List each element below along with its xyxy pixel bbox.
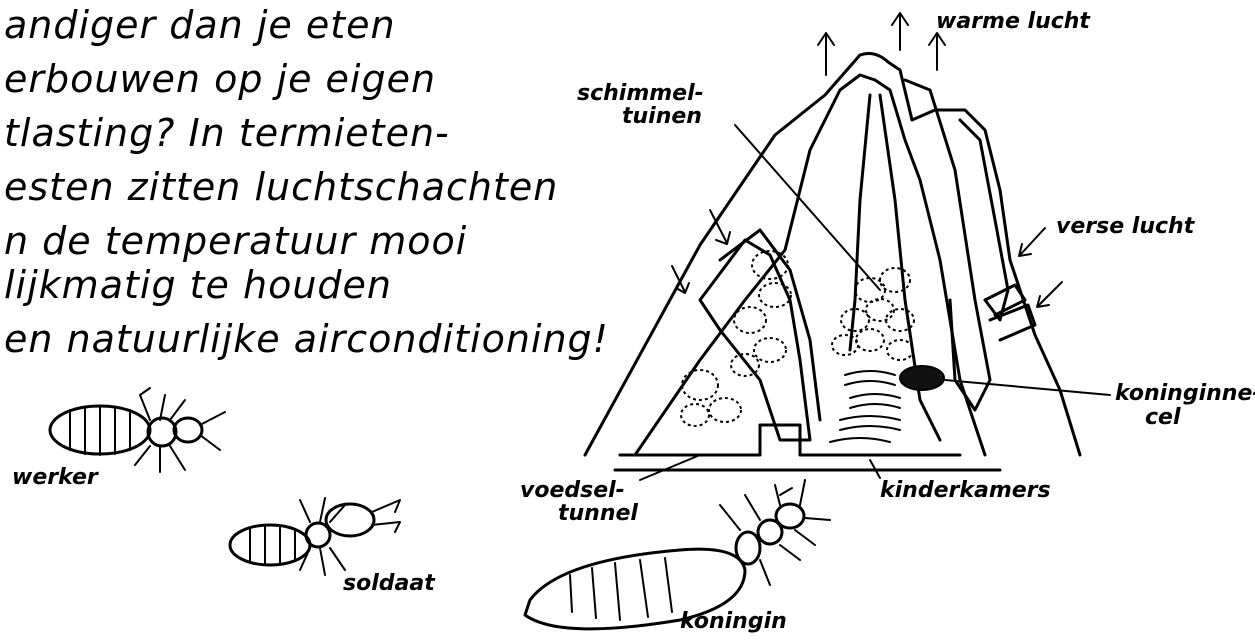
warm-air-arrows — [818, 13, 945, 75]
queen-cell-chamber — [900, 366, 944, 390]
label-fresh-air: verse lucht — [1056, 214, 1196, 239]
soldier-termite-illustration — [230, 498, 400, 575]
intro-line-4: esten zitten luchtschachten — [4, 165, 558, 209]
intro-line-5: n de temperatuur mooi — [4, 219, 467, 263]
intro-line-2: erbouwen op je eigen — [4, 57, 436, 101]
intro-line-7: en natuurlijke airconditioning! — [4, 317, 609, 361]
label-queen: koningin — [680, 609, 787, 634]
label-fungus-gardens-line-2: tuinen — [622, 104, 702, 129]
label-worker: werker — [12, 465, 99, 490]
label-queen-cell-line-1: koninginne- — [1115, 381, 1255, 406]
intro-text: andiger dan je eten erbouwen op je eigen… — [4, 3, 609, 361]
right-shaft-1 — [905, 80, 990, 410]
label-food-tunnel-line-1: voedsel- — [520, 478, 625, 503]
intro-line-1: andiger dan je eten — [4, 3, 396, 47]
intro-line-6: lijkmatig te houden — [4, 263, 392, 307]
right-shaft-2 — [960, 120, 1008, 320]
label-food-tunnel-line-2: tunnel — [558, 501, 638, 526]
label-warm-air: warme lucht — [936, 9, 1091, 34]
worker-termite-illustration — [50, 388, 225, 472]
label-fungus-gardens-line-1: schimmel- — [577, 81, 704, 106]
nursery-chambers — [830, 371, 900, 442]
intro-line-3: tlasting? In termieten- — [4, 111, 450, 155]
label-queen-cell-line-2: cel — [1145, 405, 1181, 430]
label-soldier: soldaat — [343, 571, 436, 596]
label-nurseries: kinderkamers — [880, 478, 1051, 503]
